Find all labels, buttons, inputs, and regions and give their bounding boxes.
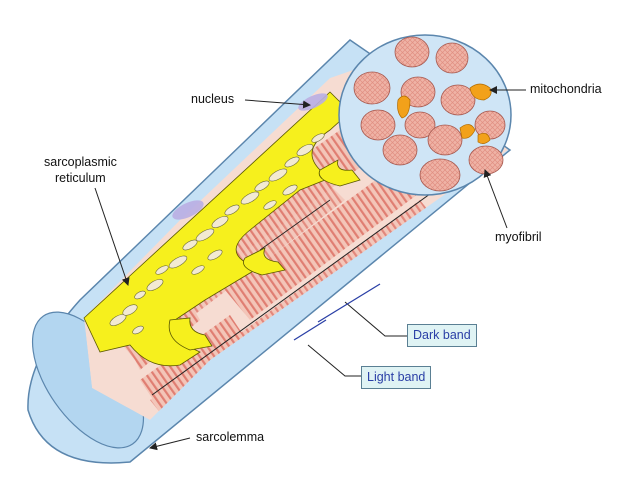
light-band-marker — [293, 319, 327, 341]
leader-lines — [94, 86, 526, 451]
sarcolemma-label: sarcolemma — [196, 430, 265, 444]
light-band-label-box: Light band — [361, 366, 432, 389]
sarcoplasmic-reticulum-label-line2: reticulum — [55, 171, 106, 185]
dark-band-marker — [317, 283, 381, 323]
nucleus-label: nucleus — [191, 92, 235, 106]
mitochondria-shapes — [397, 83, 492, 144]
myofibril-label: myofibril — [495, 230, 542, 244]
reticulum-pores — [109, 133, 325, 335]
dark-band-label-box: Dark band — [407, 324, 477, 347]
sarcoplasmic-reticulum-label-line1: sarcoplasmic — [44, 155, 117, 169]
nucleus-lower — [172, 200, 204, 220]
myofibril-cross-sections — [353, 36, 506, 192]
dark-bands — [120, 130, 480, 410]
mitochondria-label: mitochondria — [530, 82, 602, 96]
